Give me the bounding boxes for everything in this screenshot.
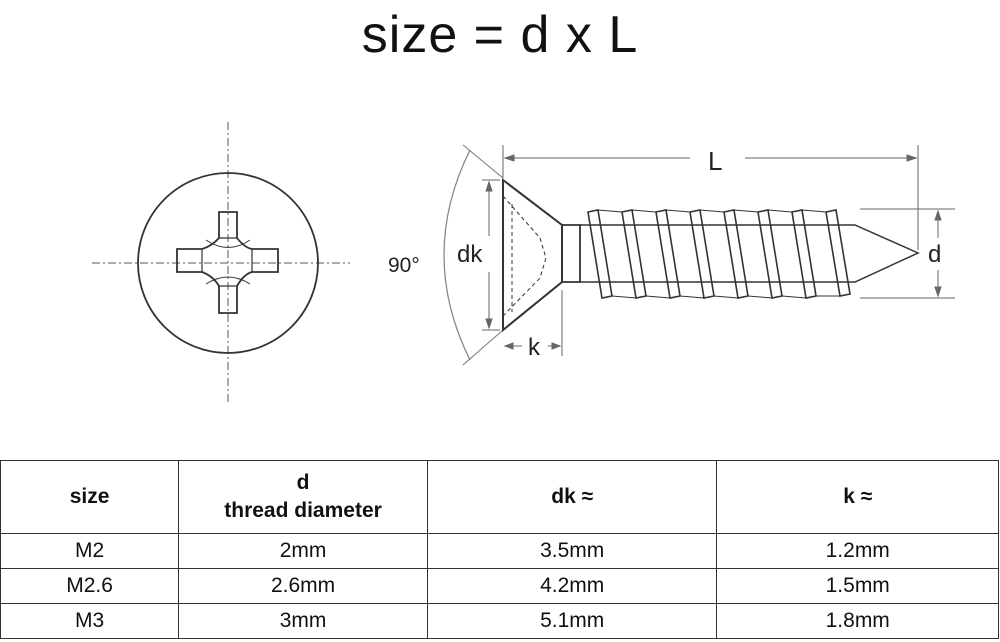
table-row: M2.6 2.6mm 4.2mm 1.5mm [0,568,999,604]
cell-k: 1.8mm [716,603,999,639]
cell-d: 2mm [178,533,428,569]
k-label: k [528,334,541,361]
cell-size: M3 [0,603,180,639]
header-thread-diameter: d thread diameter [178,460,428,534]
dk-label: dk [457,241,483,268]
header-d: d [296,471,310,494]
screw-side-view [443,144,955,366]
cell-d: 3mm [178,603,428,639]
screw-diagram: 90° dk k L d [92,122,955,402]
cell-d: 2.6mm [178,568,428,604]
d-label: d [928,241,941,268]
cell-dk: 4.2mm [426,568,718,604]
header-dk: dk ≈ [426,460,718,534]
header-k: k ≈ [716,460,999,534]
cell-size: M2 [0,533,180,569]
table-row: M3 3mm 5.1mm 1.8mm [0,603,999,639]
head-top-view [92,122,350,402]
table-row: M2 2mm 3.5mm 1.2mm [0,533,999,569]
header-size: size [0,460,180,534]
screw-size-table: size d thread diameter dk ≈ k ≈ M2 2mm 3… [0,460,999,639]
cell-dk: 3.5mm [426,533,718,569]
cell-k: 1.2mm [716,533,999,569]
header-d-sub: thread diameter [224,499,382,522]
cell-k: 1.5mm [716,568,999,604]
L-label: L [708,146,722,176]
angle-label: 90° [388,254,420,277]
cell-dk: 5.1mm [426,603,718,639]
page-title: size = d x L [361,6,639,64]
cell-size: M2.6 [0,568,180,604]
table-header-row: size d thread diameter dk ≈ k ≈ [0,460,999,534]
